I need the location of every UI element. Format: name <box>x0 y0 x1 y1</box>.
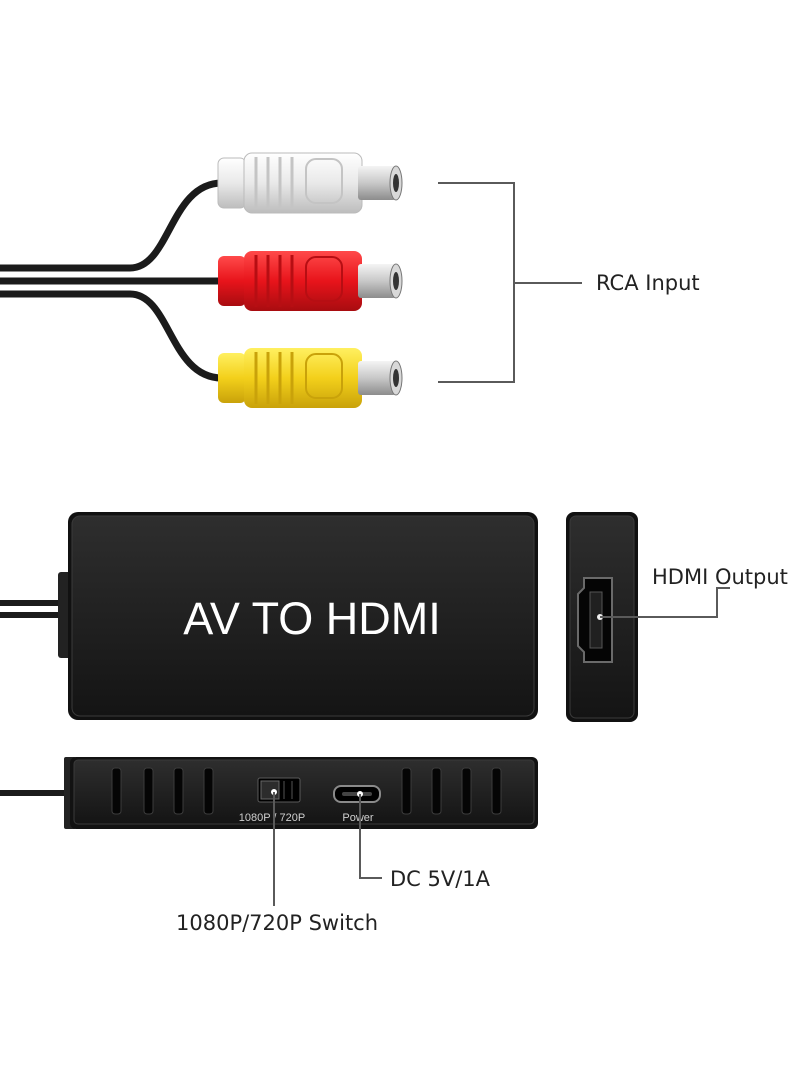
rca-white-connector <box>217 152 403 214</box>
resolution-switch <box>257 777 301 803</box>
hdmi-output-callout <box>600 587 730 618</box>
rca-input-label: RCA Input <box>596 271 700 295</box>
device-side-view <box>0 757 538 829</box>
switch-label: 1080P/720P Switch <box>176 911 378 935</box>
rca-input-bracket <box>438 182 582 383</box>
cable-yellow <box>0 290 226 382</box>
rca-yellow-connector <box>218 348 403 408</box>
switch-print: 1080P / 720P <box>239 812 305 824</box>
rca-red-connector <box>218 251 403 311</box>
dc-callout <box>357 791 382 879</box>
device-title: AV TO HDMI <box>183 593 441 644</box>
device-top-view <box>0 512 538 720</box>
power-print: Power <box>342 812 374 824</box>
hdmi-output-label: HDMI Output <box>652 565 788 589</box>
dc-label: DC 5V/1A <box>390 867 491 891</box>
cable-white <box>0 179 226 272</box>
rca-cables <box>0 179 226 382</box>
switch-callout <box>271 789 277 906</box>
